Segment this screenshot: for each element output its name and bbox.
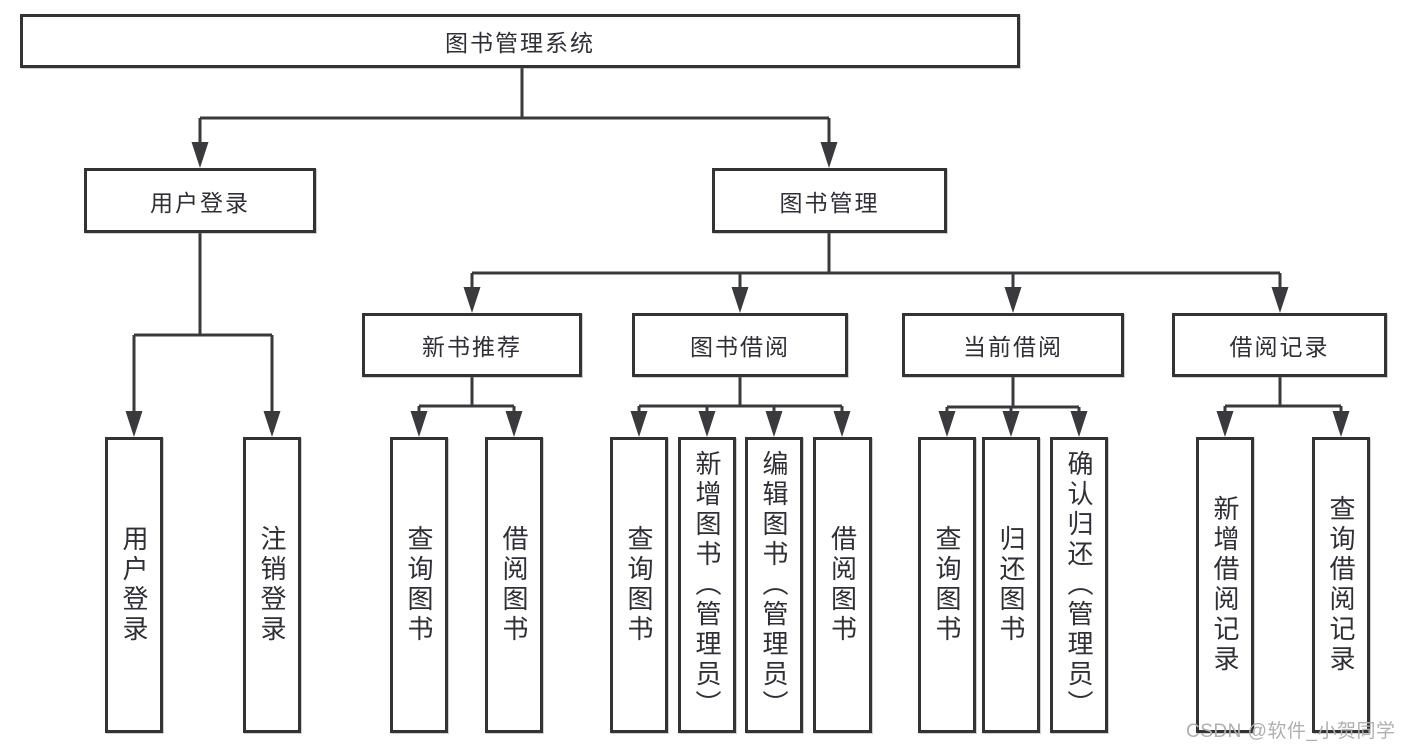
leaf-logout: 注销登录 [243,437,301,733]
leaf-confirm-return-admin: 确认归还（管理员） [1050,437,1108,733]
arrowhead [125,411,143,437]
arrowhead [1332,411,1350,437]
arrowhead [765,411,783,437]
leaf-edit-book-admin: 编辑图书（管理员） [745,437,803,733]
connector-new-book-branch [410,377,523,437]
arrowhead [1216,411,1234,437]
leaf-return-book: 归还图书 [982,437,1040,733]
node-library-management-system: 图书管理系统 [20,14,1020,68]
arrowhead [1002,411,1020,437]
arrowhead [731,287,749,313]
arrowhead [820,142,838,168]
arrowhead [698,411,716,437]
arrowhead [191,142,209,168]
leaf-query-books-2: 查询图书 [610,437,668,733]
leaf-add-borrow-record: 新增借阅记录 [1196,437,1254,733]
arrowhead [1004,287,1022,313]
node-book-management: 图书管理 [712,168,947,233]
arrowhead [1070,411,1088,437]
leaf-borrow-books-2: 借阅图书 [813,437,872,733]
arrowhead [463,287,481,313]
arrowhead [263,411,281,437]
connector-book-borrow-branch [630,377,851,437]
node-user-login: 用户登录 [84,168,316,233]
node-borrow-record: 借阅记录 [1172,313,1387,377]
connector-current-borrow-branch [938,377,1088,437]
arrowhead [938,411,956,437]
leaf-user-login: 用户登录 [105,437,163,733]
connector-borrow-record-branch [1216,377,1350,437]
leaf-query-books-3: 查询图书 [918,437,976,733]
csdn-watermark: CSDN @软件_小贺同学 [1186,721,1396,742]
leaf-query-borrow-record: 查询借阅记录 [1312,437,1370,733]
connector-root-to-level1 [191,68,838,168]
node-new-book-recommend: 新书推荐 [362,313,582,377]
arrowhead [410,411,428,437]
connector-book-management-branch [463,233,1289,313]
connector-user-login-branch [125,233,281,437]
arrowhead [630,411,648,437]
leaf-borrow-books-1: 借阅图书 [485,437,543,733]
node-current-borrow: 当前借阅 [902,313,1124,377]
leaf-query-books-1: 查询图书 [390,437,448,733]
arrowhead [833,411,851,437]
arrowhead [505,411,523,437]
node-book-borrow: 图书借阅 [632,313,848,377]
arrowhead [1271,287,1289,313]
leaf-add-book-admin: 新增图书（管理员） [678,437,736,733]
